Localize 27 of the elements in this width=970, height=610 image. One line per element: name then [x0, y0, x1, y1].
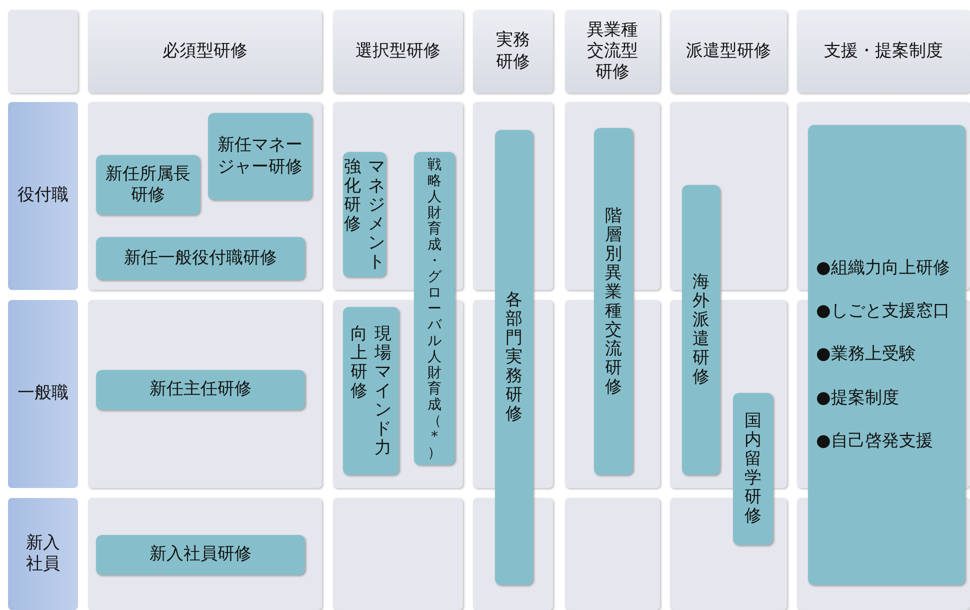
list-item: ●提案制度	[816, 388, 900, 409]
training-box: 新任主任研修	[96, 370, 305, 410]
row-header: 一般職	[8, 300, 78, 488]
column-header: 選択型研修	[333, 10, 463, 93]
training-box: 各部門実務研修	[495, 130, 533, 585]
training-box: 戦略人財育成・グローバル人財育成（*）	[414, 152, 455, 465]
column-header: 実務研修	[473, 10, 553, 93]
row-header: 役付職	[8, 102, 78, 290]
training-box: 新任マネージャー研修	[208, 113, 312, 200]
training-box: 新入社員研修	[96, 535, 305, 575]
training-box: 海外派遣研修	[682, 185, 720, 475]
list-item: ●しごと支援窓口	[816, 301, 951, 322]
training-box: 国内留学研修	[733, 393, 773, 545]
list-item: ●自己啓発支援	[816, 430, 934, 452]
training-box: マネジメント強化研修	[343, 152, 386, 277]
list-item: ●組織力向上研修	[816, 258, 951, 280]
training-box: 階層別異業種交流研修	[594, 128, 633, 475]
row-header: 新入社員	[8, 498, 78, 610]
training-box: 新任所属長研修	[96, 155, 200, 215]
column-header: 必須型研修	[88, 10, 322, 93]
support-panel	[808, 125, 965, 585]
list-item: ●業務上受験	[816, 344, 917, 366]
column-header: 派遣型研修	[670, 10, 787, 93]
training-box: 現場マインド力向上研修	[343, 307, 399, 475]
column-header: 異業種交流型研修	[565, 10, 660, 93]
column-header: 支援・提案制度	[797, 10, 970, 93]
training-box: 新任一般役付職研修	[96, 237, 305, 280]
